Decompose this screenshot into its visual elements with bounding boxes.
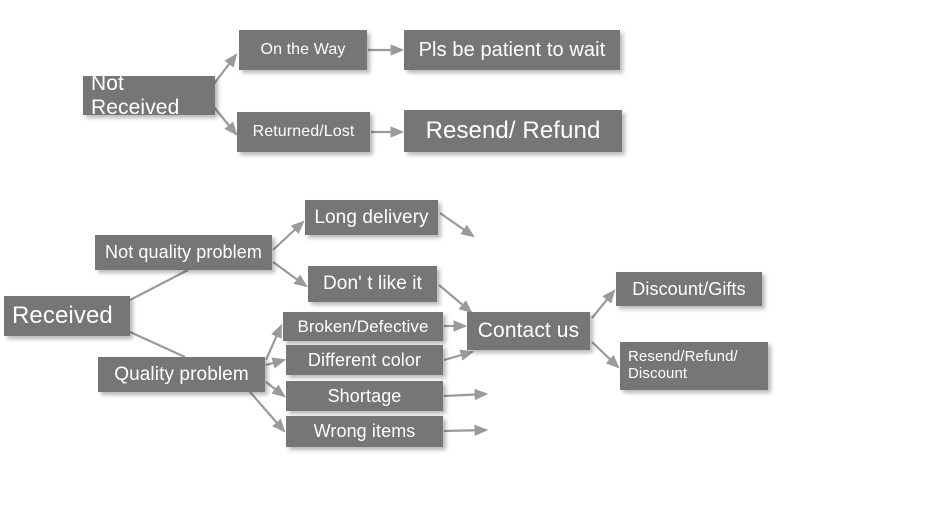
connector-shortage-to-contact-us [443,388,489,401]
connector-contact-us-to-discount-gifts [591,289,616,319]
node-broken-defective[interactable]: Broken/Defective [283,312,443,341]
node-pls-be-patient[interactable]: Pls be patient to wait [404,30,620,70]
node-shortage[interactable]: Shortage [286,381,443,411]
node-resend-refund[interactable]: Resend/ Refund [404,110,622,152]
connector-not-quality-problem-to-long-delivery [272,220,305,251]
node-discount-gifts[interactable]: Discount/Gifts [616,272,762,306]
node-wrong-items[interactable]: Wrong items [286,416,443,447]
node-returned-lost[interactable]: Returned/Lost [237,112,370,152]
connector-not-received-to-returned-lost [212,105,238,136]
connector-wrong-items-to-contact-us [443,424,489,436]
connector-different-color-to-contact-us [443,349,475,362]
connector-quality-problem-to-shortage [265,381,286,398]
connector-not-quality-problem-to-dont-like-it [272,261,308,288]
connector-quality-problem-to-wrong-items [249,391,286,433]
node-not-received[interactable]: Not Received [83,72,215,119]
connector-long-delivery-to-contact-us [439,212,475,238]
node-different-color[interactable]: Different color [286,345,443,375]
connector-contact-us-to-resend-refund-discount [591,341,620,369]
node-on-the-way[interactable]: On the Way [239,30,367,70]
node-received[interactable]: Received [4,296,130,336]
connector-received-to-quality-problem [129,330,186,359]
node-long-delivery[interactable]: Long delivery [305,200,438,235]
connector-dont-like-it-to-contact-us [438,284,473,314]
node-quality-problem[interactable]: Quality problem [98,357,265,392]
node-dont-like-it[interactable]: Don' t like it [308,266,437,302]
node-contact-us[interactable]: Contact us [467,312,590,350]
node-resend-refund-discount[interactable]: Resend/Refund/ Discount [620,342,768,390]
node-not-quality-problem[interactable]: Not quality problem [95,235,272,270]
connector-received-to-not-quality-problem [129,269,189,301]
connector-quality-problem-to-different-color [265,357,287,369]
connector-not-received-to-on-the-way [212,53,238,86]
connector-quality-problem-to-broken-defective [264,323,283,361]
